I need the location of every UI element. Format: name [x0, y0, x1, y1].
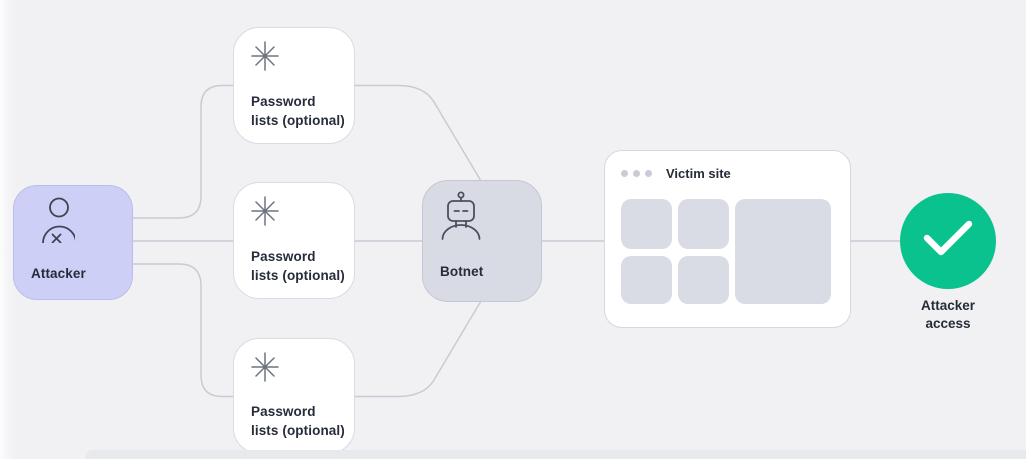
- asterisk-icon: [249, 194, 281, 233]
- attacker-access-label: Attacker access: [920, 298, 976, 331]
- attacker-node: Attacker: [13, 185, 133, 300]
- connector-list1-to-botnet: [355, 84, 482, 182]
- connector-attacker-to-list1: [133, 84, 233, 219]
- password-list-node-1: Password lists (optional): [233, 27, 355, 144]
- content-placeholder-tile: [678, 199, 729, 249]
- password-list-node-2: Password lists (optional): [233, 182, 355, 299]
- content-placeholder-tile: [735, 199, 831, 304]
- browser-chrome: Victim site: [621, 164, 834, 182]
- victim-site-title: Victim site: [666, 165, 731, 181]
- attacker-label: Attacker: [31, 265, 86, 281]
- botnet-label: Botnet: [440, 263, 484, 279]
- connector-list3-to-botnet: [355, 300, 482, 398]
- checkmark-icon: [922, 219, 974, 264]
- connector-attacker-to-list3: [133, 263, 233, 398]
- content-placeholder-tile: [621, 256, 672, 304]
- password-list-node-3: Password lists (optional): [233, 338, 355, 454]
- content-placeholder-tile: [621, 199, 672, 249]
- asterisk-icon: [249, 350, 281, 389]
- attacker-access-node: [900, 193, 996, 289]
- victim-site-card: Victim site: [604, 150, 851, 328]
- botnet-node: Botnet: [422, 180, 542, 302]
- user-x-icon: [31, 197, 77, 248]
- password-list-label: Password lists (optional): [251, 94, 345, 128]
- page-edge-band: [85, 450, 1026, 459]
- asterisk-icon: [249, 39, 281, 78]
- content-placeholder-tile: [678, 256, 729, 304]
- password-list-label: Password lists (optional): [251, 249, 345, 283]
- browser-dots-icon: [621, 169, 652, 177]
- password-list-label: Password lists (optional): [251, 404, 345, 438]
- robot-icon: [440, 191, 482, 246]
